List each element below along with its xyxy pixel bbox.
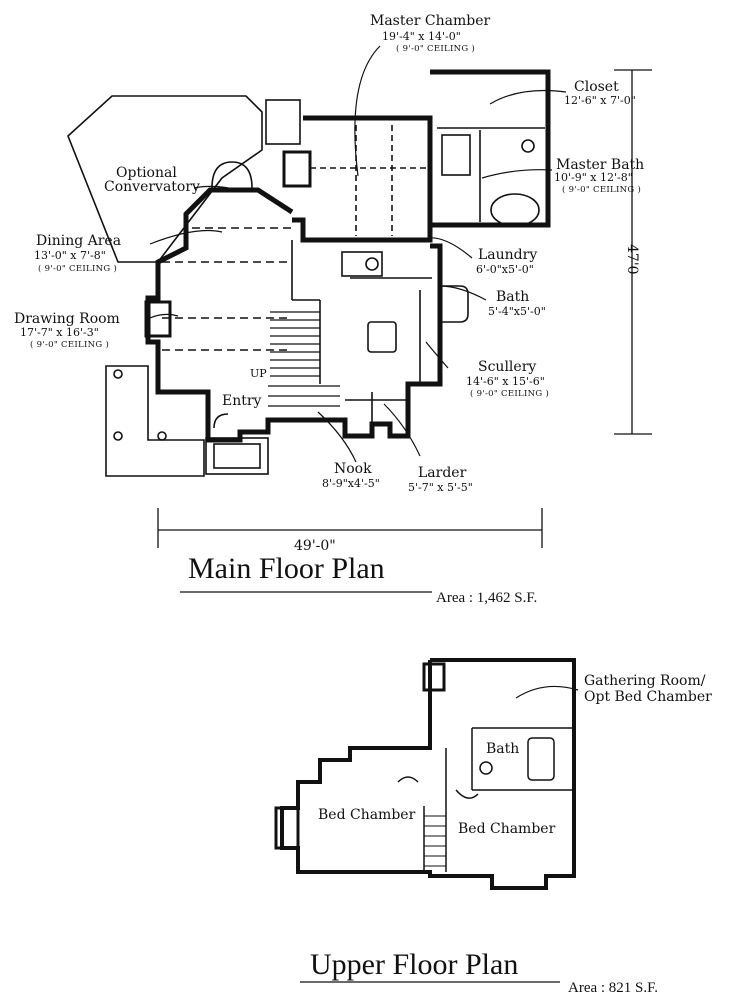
upper-floor-walls — [280, 658, 576, 890]
upper-floor-area: Area : 821 S.F. — [568, 980, 659, 996]
master-bath-label: Master Bath — [556, 157, 645, 173]
larder-dim: 5'-7" x 5'-5" — [408, 481, 473, 494]
main-floor-interior — [144, 125, 545, 424]
main-dimension-lines — [157, 69, 652, 593]
dining-area-dim: 13'-0" x 7'-8" — [34, 249, 106, 262]
bed-chamber-right-label: Bed Chamber — [458, 821, 556, 837]
entry-label: Entry — [222, 393, 262, 409]
main-depth-dimension: 47'0 — [624, 244, 640, 275]
scullery-dim: 14'-6" x 15'-6" — [466, 375, 545, 388]
main-width-dimension: 49'-0" — [294, 538, 336, 554]
closet-label: Closet — [574, 79, 619, 95]
conservatory-outline — [67, 95, 301, 263]
bath-dim: 5'-4"x5'-0" — [488, 305, 546, 318]
laundry-dim: 6'-0"x5'-0" — [476, 263, 534, 276]
main-leader-lines — [149, 45, 567, 463]
upper-bath-label: Bath — [486, 741, 520, 757]
terrace-outline — [105, 365, 269, 477]
conservatory-label-line2: Convervatory — [104, 179, 200, 195]
drawing-room-label: Drawing Room — [14, 311, 120, 327]
main-floor-area: Area : 1,462 S.F. — [436, 590, 538, 606]
main-floor-title: Main Floor Plan — [188, 552, 385, 585]
conservatory-label-line1: Optional — [116, 165, 177, 181]
dining-area-label: Dining Area — [36, 233, 122, 249]
nook-dim: 8'-9"x4'-5" — [322, 477, 380, 490]
upper-floor-title: Upper Floor Plan — [310, 948, 519, 981]
master-chamber-dim: 19'-4" x 14'-0" — [382, 30, 461, 43]
master-bath-dim: 10'-9" x 12'-8" — [554, 171, 633, 184]
upper-stairs — [424, 815, 446, 867]
larder-label: Larder — [418, 465, 467, 481]
main-stairs — [268, 311, 340, 407]
drawing-room-dim: 17'-7" x 16'-3" — [20, 326, 99, 339]
main-floor-walls — [145, 69, 551, 443]
master-chamber-label: Master Chamber — [370, 13, 491, 29]
nook-label: Nook — [334, 461, 372, 477]
master-chamber-ceiling: ( 9'-0" CEILING ) — [396, 44, 476, 54]
scullery-ceiling: ( 9'-0" CEILING ) — [470, 389, 550, 399]
closet-dim: 12'-6" x 7'-0" — [564, 94, 636, 107]
upper-leader-lines — [515, 685, 579, 699]
scullery-label: Scullery — [478, 359, 537, 375]
bed-chamber-left-label: Bed Chamber — [318, 807, 416, 823]
drawing-room-ceiling: ( 9'-0" CEILING ) — [30, 340, 110, 350]
upper-floor-interior — [274, 662, 574, 872]
master-bath-ceiling: ( 9'-0" CEILING ) — [562, 185, 642, 195]
bath-label: Bath — [496, 289, 530, 305]
gathering-room-label-line1: Gathering Room/ — [584, 673, 706, 689]
laundry-label: Laundry — [478, 247, 538, 263]
up-label: UP — [250, 367, 267, 380]
gathering-room-label-line2: Opt Bed Chamber — [584, 689, 712, 705]
dining-area-ceiling: ( 9'-0" CEILING ) — [38, 264, 118, 274]
